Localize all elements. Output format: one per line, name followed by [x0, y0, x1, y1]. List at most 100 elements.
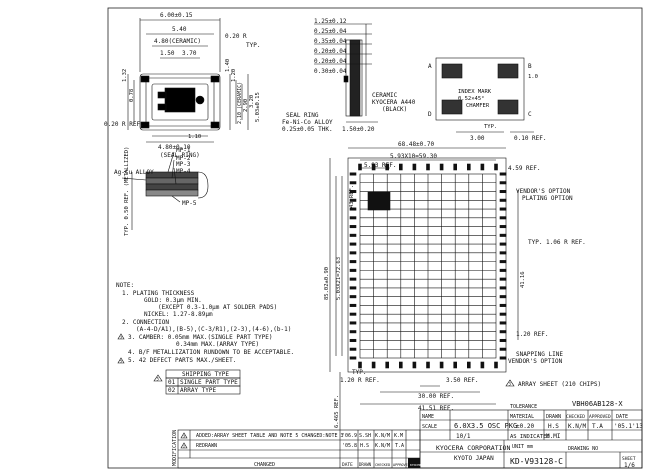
top-dim-10: 1.20 [231, 69, 237, 82]
array-edge-notch [499, 268, 507, 272]
mi-value: M.MI [546, 433, 561, 440]
array-edge-notch [349, 347, 357, 351]
top-dim-7: 1.32 [122, 69, 128, 82]
sheet-value: 1/6 [624, 462, 635, 469]
metallization-detail [121, 151, 209, 230]
array-edge-notch [349, 277, 357, 281]
array-edge-notch [499, 277, 507, 281]
array-edge-notch [499, 216, 507, 220]
array-edge-notch [499, 225, 507, 229]
array-edge-notch [358, 163, 362, 171]
side-dim-4: 0.20±0.04 [314, 58, 347, 65]
array-edge-notch [349, 268, 357, 272]
side-dim-1: 0.25±0.04 [314, 28, 347, 35]
side-dim-5: 0.30±0.04 [314, 68, 347, 75]
pad-c: C [528, 111, 532, 118]
detail-mp1: MP-1 [176, 147, 191, 154]
array-edge-notch [466, 163, 471, 171]
note-line-9: 5. 42 DEFECT PARTS MAX./SHEET. [128, 357, 236, 364]
array-edge-notch [349, 190, 357, 194]
bottom-dim-2: CHAMFER [466, 103, 490, 109]
array-edge-notch [499, 286, 507, 290]
note-line-0: 1. PLATING THICKNESS [122, 290, 195, 297]
ship-row0-type: SINGLE PART TYPE [180, 379, 238, 386]
snapping-line: SNAPPING LINE [516, 351, 563, 358]
side-dim-3: 0.20±0.04 [314, 48, 347, 55]
top-dim-15: 0.20 R REF. [104, 121, 144, 128]
company-name: KYOCERA CORPORATION [436, 444, 510, 452]
kyocera-logo [408, 458, 420, 468]
array-edge-notch [398, 163, 403, 171]
rev-footer-changed: CHANGED [254, 462, 275, 468]
ship-header: SHIPPING TYPE [182, 371, 229, 378]
ceramic-label-2: (BLACK) [382, 106, 407, 113]
array-edge-notch [349, 260, 357, 264]
array-note-triangle [505, 379, 515, 387]
top-dim-1: 5.40 [172, 26, 187, 33]
tolerance-value: ±0.20 [516, 423, 534, 430]
bottom-dim-0: INDEX MARK [458, 89, 492, 95]
array-edge-notch [426, 163, 430, 171]
arr-dim-1: 5.93X10=59.30 [390, 153, 437, 160]
array-edge-notch [499, 207, 507, 211]
array-edge-notch [499, 190, 507, 194]
note-line-6: 3. CAMBER: 0.05mm MAX.(SINGLE PART TYPE) [128, 334, 273, 341]
checked-by: K.N/M [568, 423, 586, 430]
arr-dim-8: 5.03X21=72.63 [336, 257, 342, 300]
shipping-table [153, 369, 241, 395]
rev-footer-approved: APPROVED [393, 463, 410, 467]
bottom-dim-4: 3.00 [470, 135, 485, 142]
array-edge-notch [349, 251, 357, 255]
array-edge-notch [499, 251, 507, 255]
note-line-7: 0.34mm MAX.(ARRAY TYPE) [176, 341, 259, 348]
arr-dim-5: TYP. 1.06 R REF. [528, 239, 586, 246]
array-edge-notch [349, 242, 357, 246]
array-edge-notch [499, 233, 507, 237]
top-dim-11: 2.10 (CERAMIC) [237, 82, 243, 124]
bottom-dim-3: TYP. [484, 124, 497, 130]
array-note-num: 3 [509, 382, 512, 387]
detail-mp3: MP-3 [176, 161, 191, 168]
date-value: '05.1'13 [614, 423, 643, 430]
modification-label: MODIFICATION [172, 430, 178, 466]
scale-label: SCALE [422, 424, 437, 430]
array-edge-notch [349, 233, 357, 237]
drawn-label: DRAWN [546, 414, 561, 420]
array-edge-notch [349, 338, 357, 342]
notes-header: NOTE: [116, 282, 134, 289]
array-edge-notch [349, 286, 357, 290]
array-edge-notch [499, 181, 507, 185]
array-edge-notch [494, 361, 498, 369]
side-bottom-dim: 1.50±0.20 [342, 126, 375, 133]
array-edge-notch [499, 347, 507, 351]
top-dim-3: 1.50 [160, 50, 175, 57]
note-line-5: (A-4-D/A1),(B-5),(C-3/R1),(2-3),(4-6),(b… [136, 326, 291, 333]
package-bottom-view [435, 57, 534, 133]
array-edge-notch [499, 172, 507, 176]
array-edge-notch [349, 225, 357, 229]
note5-triangle [117, 357, 125, 364]
array-edge-notch [499, 330, 507, 334]
array-grid [360, 174, 496, 358]
rev-footer-checked: CHECKED [375, 463, 390, 467]
arr-dim-7: 85.02±0.90 [324, 267, 330, 300]
array-edge-notch [349, 303, 357, 307]
detail-mp5: MP-5 [182, 200, 197, 207]
array-edge-notch [499, 260, 507, 264]
seal-label-1: Fe-Ni-Co ALLOY [282, 119, 333, 126]
side-dim-2: 0.35±0.04 [314, 38, 347, 45]
rev1-by1: H.S [360, 443, 369, 449]
ship-row1-code: 02 [168, 387, 176, 394]
sheet-border [107, 7, 643, 469]
top-dim-9: 1.40 [225, 59, 231, 72]
arr-dim-11: 1.20 R REF. [340, 377, 380, 384]
array-sheet [329, 147, 519, 430]
top-dim-12: 2.90 [243, 99, 249, 112]
array-edge-notch [349, 330, 357, 334]
top-dim-13: 3.20 [249, 95, 255, 108]
array-edge-notch [398, 361, 403, 369]
scale-value: 10/1 [456, 433, 471, 440]
checked-label: CHECKED [566, 414, 585, 420]
detail-mp2: MP-2 [176, 155, 191, 162]
